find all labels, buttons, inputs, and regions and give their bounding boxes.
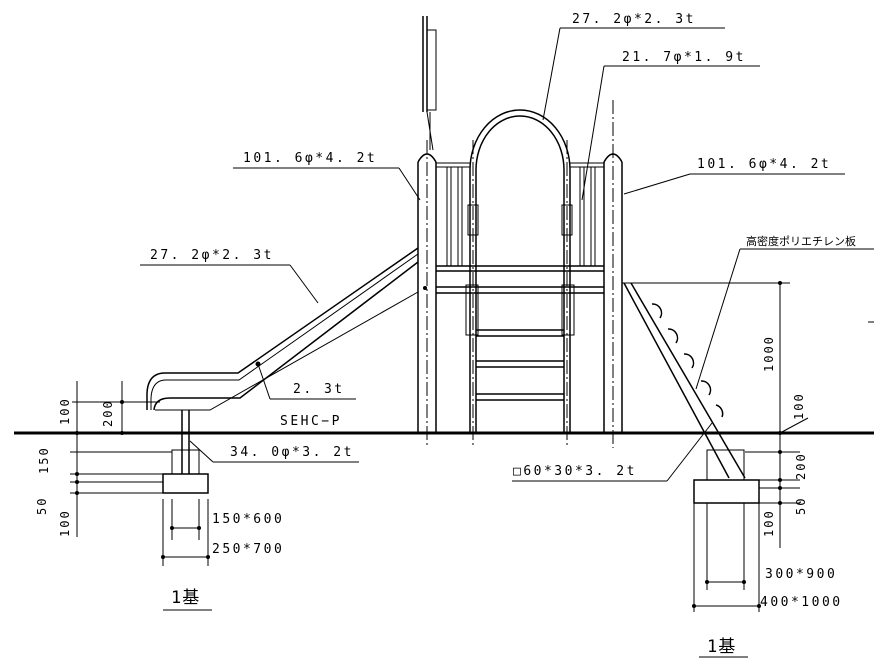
left-post bbox=[417, 140, 437, 448]
inclined-ladder bbox=[622, 282, 760, 504]
dim-left-footing-inner: 150*600 bbox=[212, 512, 284, 527]
caption-right-count: 1基 bbox=[707, 637, 736, 657]
label-leg-pipe: 34. 0φ*3. 2t bbox=[230, 445, 354, 460]
dim-left-100-bottom: 100 bbox=[58, 509, 72, 537]
dim-right-50: 50 bbox=[794, 497, 808, 515]
dim-right-100-bottom: 100 bbox=[762, 509, 776, 537]
left-dimensions bbox=[70, 381, 210, 566]
caption-left-count: 1基 bbox=[171, 588, 200, 608]
ladder-rungs bbox=[476, 329, 564, 401]
leader-lines bbox=[140, 27, 874, 482]
deck-platform bbox=[436, 265, 604, 294]
label-rail-pipe: 21. 7φ*1. 9t bbox=[622, 50, 746, 65]
arch-frame bbox=[465, 109, 575, 448]
label-post-left: 101. 6φ*4. 2t bbox=[243, 151, 377, 166]
dim-left-footing-outer: 250*700 bbox=[212, 542, 284, 557]
dim-right-100: 100 bbox=[792, 392, 806, 420]
flag-post bbox=[422, 16, 437, 151]
dim-left-100-top: 100 bbox=[58, 397, 72, 425]
top-rails bbox=[436, 162, 604, 266]
dim-right-footing-inner: 300*900 bbox=[765, 567, 837, 582]
slide-leg-left bbox=[162, 409, 209, 494]
dim-left-200: 200 bbox=[101, 399, 115, 427]
dim-right-200: 200 bbox=[794, 452, 808, 480]
dim-left-150: 150 bbox=[37, 446, 51, 474]
label-ladder-frame: □60*30*3. 2t bbox=[513, 464, 637, 479]
right-dimensions bbox=[626, 281, 874, 612]
right-post bbox=[603, 100, 623, 448]
label-slide-material: SEHC−P bbox=[280, 414, 342, 429]
dim-right-footing-outer: 400*1000 bbox=[760, 595, 843, 610]
dim-right-1000: 1000 bbox=[762, 335, 776, 372]
label-slide-thickness: 2. 3t bbox=[293, 382, 345, 397]
label-hdpe: 高密度ポリエチレン板 bbox=[746, 234, 856, 248]
label-post-right: 101. 6φ*4. 2t bbox=[697, 157, 831, 172]
slide bbox=[146, 247, 427, 411]
label-arch-pipe: 27. 2φ*2. 3t bbox=[572, 12, 696, 27]
dim-left-50: 50 bbox=[35, 497, 49, 515]
label-slide-rail: 27. 2φ*2. 3t bbox=[150, 248, 274, 263]
